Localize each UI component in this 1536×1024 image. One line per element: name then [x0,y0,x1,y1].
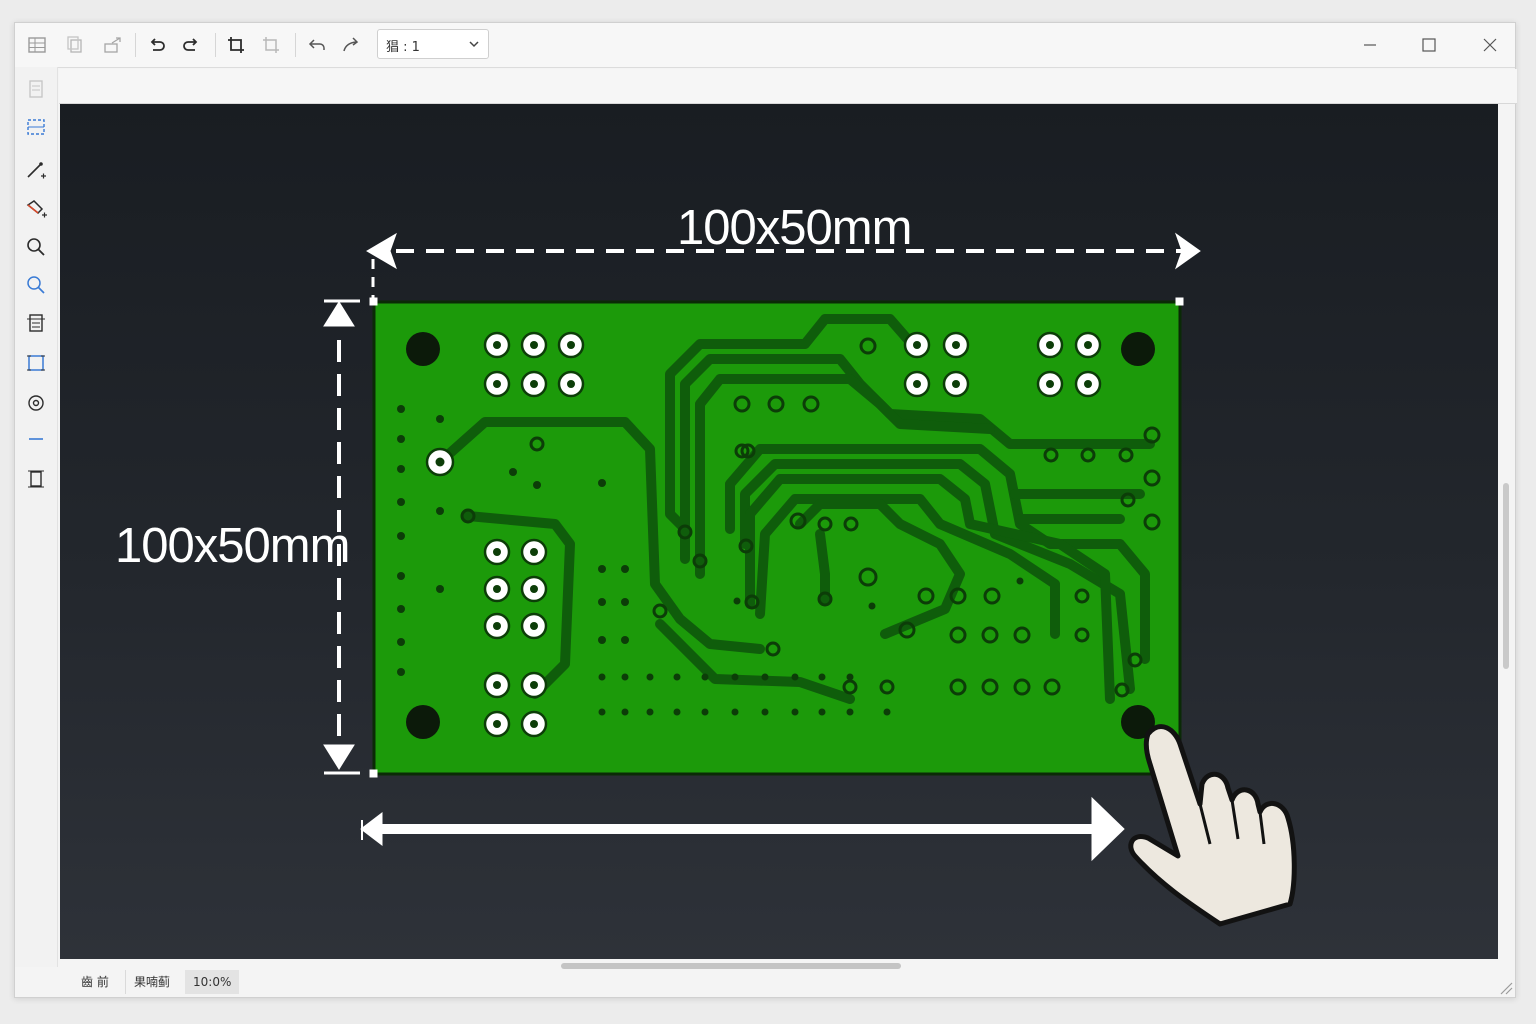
redo-icon[interactable] [177,31,205,59]
table-icon[interactable] [23,31,51,59]
undo-icon[interactable] [143,31,171,59]
title-toolbar: 猖 : 1 [15,23,1515,68]
zoom-select-value: 猖 : 1 [386,40,420,55]
dimension-top-label: 100x50mm [677,201,912,255]
zoom-in-icon[interactable] [22,233,50,261]
crop-disabled-icon[interactable] [257,31,285,59]
maximize-icon[interactable] [1409,31,1449,59]
layers-icon[interactable] [22,309,50,337]
status-bar: 齒 前 果喃蓟 10:0% [59,964,1515,998]
export-icon[interactable] [99,31,127,59]
pen-tool-icon[interactable] [22,195,50,223]
horizontal-scrollbar[interactable] [561,963,901,969]
minimize-icon[interactable] [1350,31,1390,59]
status-zoom[interactable]: 10:0% [185,970,240,994]
redo-arrow-icon[interactable] [337,31,365,59]
dimension-left-label: 100x50mm [115,519,350,573]
app-window: 猖 : 1 [14,22,1517,998]
status-item-1[interactable]: 齒 前 [81,975,109,989]
target-icon[interactable] [22,389,50,417]
crop-icon[interactable] [222,31,250,59]
minus-icon[interactable] [22,425,50,453]
left-toolbar [15,67,58,967]
top-ruler [59,69,1517,104]
line-tool-icon[interactable] [22,157,50,185]
status-item-2[interactable]: 果喃蓟 [125,970,178,994]
chevron-down-icon [469,41,479,48]
hand-pointer-icon [1128,724,1297,927]
zoom-out-icon[interactable] [22,271,50,299]
vertical-scrollbar[interactable] [1503,483,1509,669]
fit-icon[interactable] [22,465,50,493]
copy-icon[interactable] [61,31,89,59]
page-icon[interactable] [22,75,50,103]
pcb-canvas[interactable]: 100x50mm 100x50mm [60,104,1498,959]
frame-icon[interactable] [22,349,50,377]
zoom-select[interactable]: 猖 : 1 [377,29,489,59]
close-icon[interactable] [1470,31,1510,59]
resize-grip-icon[interactable] [1499,981,1513,995]
undo-arrow-icon[interactable] [303,31,331,59]
select-frame-icon[interactable] [22,113,50,141]
pcb-board-drawing [323,232,1297,927]
